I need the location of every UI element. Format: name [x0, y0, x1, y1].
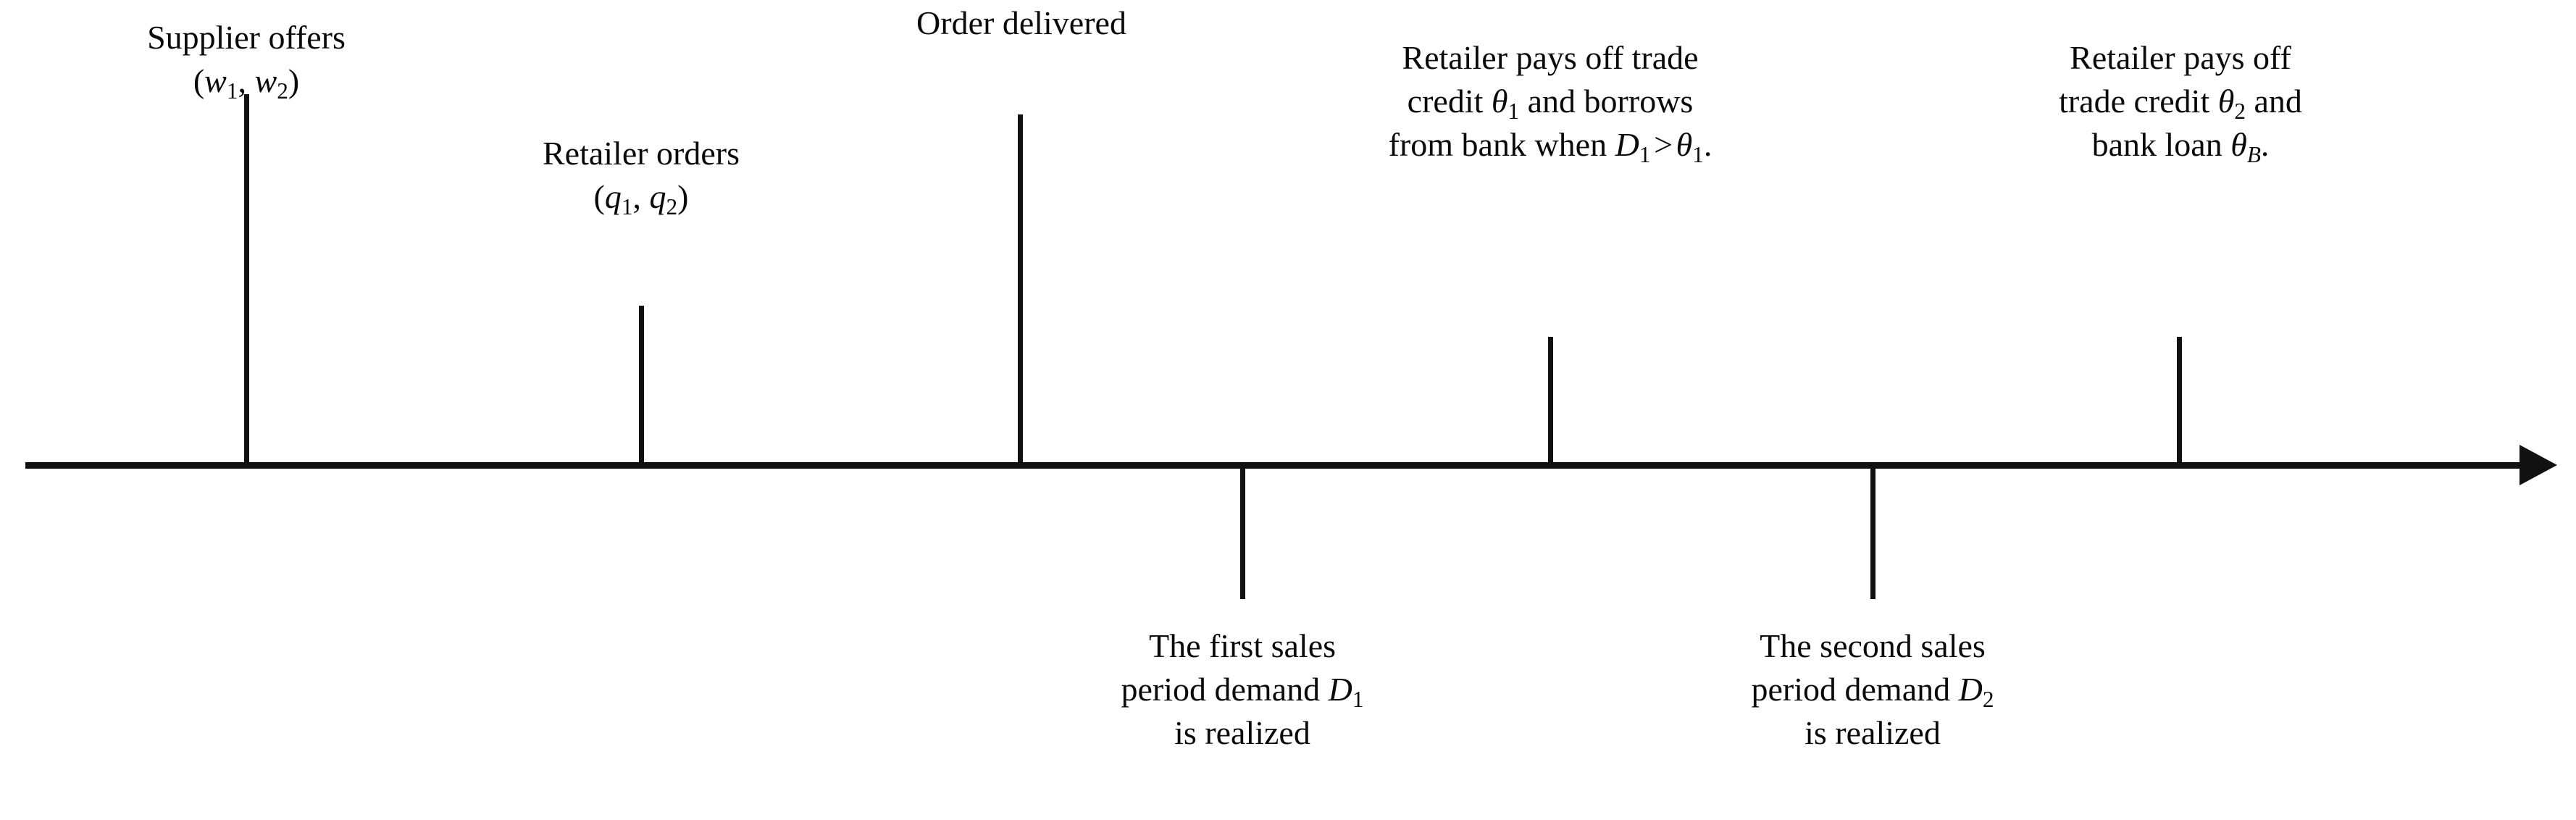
sub-q1: 1 — [621, 193, 633, 219]
paren-open: ( — [593, 177, 605, 215]
tick-order-delivered — [1018, 114, 1023, 467]
text-from-bank-when: from bank when — [1388, 125, 1615, 163]
label-rptc1-line1: Retailer pays off trade — [1402, 39, 1699, 76]
label-second-sales-line1: The second sales — [1760, 627, 1986, 664]
sub-w1: 1 — [226, 78, 238, 104]
label-rptc1-line3: from bank when D1>θ1. — [1268, 123, 1833, 167]
tick-retailer-orders — [639, 306, 644, 467]
label-second-sales-period: The second sales period demand D2 is rea… — [1663, 624, 2083, 754]
label-rptc2-line1: Retailer pays off — [2070, 39, 2291, 76]
label-first-sales-line3: is realized — [1174, 714, 1310, 751]
text-bank-loan: bank loan — [2091, 125, 2231, 163]
var-theta1: θ — [1491, 82, 1508, 120]
sub-thetaB: B — [2246, 141, 2261, 167]
label-rptc1-line2: credit θ1 and borrows — [1268, 80, 1833, 123]
paren-close: ) — [677, 177, 689, 215]
var-w2: w — [254, 62, 277, 99]
period: . — [2260, 125, 2270, 163]
tick-supplier-offers — [244, 94, 249, 467]
text-and: and — [2245, 82, 2302, 120]
text-period-demand: period demand — [1751, 670, 1959, 708]
var-thetaB: θ — [2230, 125, 2247, 163]
tick-retailer-pays-trade-credit-1 — [1548, 337, 1553, 467]
label-retailer-orders-line1: Retailer orders — [542, 135, 740, 172]
comma: , — [238, 62, 255, 99]
label-rptc2-line3: bank loan θB. — [1956, 123, 2405, 167]
label-supplier-offers: Supplier offers (w1, w2) — [58, 16, 435, 103]
label-retailer-orders-line2: (q1, q2) — [456, 175, 826, 219]
period: . — [1703, 125, 1713, 163]
paren-close: ) — [288, 62, 300, 99]
timeline-axis-line — [25, 462, 2532, 469]
greater-than-operator: > — [1654, 125, 1673, 163]
sub-d1: 1 — [1639, 141, 1651, 167]
label-first-sales-line1: The first sales — [1148, 627, 1337, 664]
label-supplier-offers-line1: Supplier offers — [147, 19, 346, 56]
var-d1: D — [1328, 670, 1352, 708]
label-retailer-orders: Retailer orders (q1, q2) — [456, 132, 826, 219]
label-first-sales-period: The first sales period demand D1 is real… — [1043, 624, 1442, 754]
label-order-delivered-line1: Order delivered — [916, 4, 1126, 41]
label-retailer-pays-trade-credit-1: Retailer pays off trade credit θ1 and bo… — [1268, 36, 1833, 166]
timeline-arrow-icon — [2519, 445, 2557, 485]
paren-open: ( — [193, 62, 205, 99]
text-period-demand: period demand — [1121, 670, 1329, 708]
text-credit: credit — [1407, 82, 1492, 120]
tick-retailer-pays-trade-credit-2 — [2177, 337, 2182, 467]
label-second-sales-line2: period demand D2 — [1663, 668, 2083, 711]
var-theta2: θ — [2217, 82, 2235, 120]
sub-q2: 2 — [666, 193, 678, 219]
label-rptc2-line2: trade credit θ2 and — [1956, 80, 2405, 123]
sub-theta1: 1 — [1507, 98, 1520, 124]
text-and-borrows: and borrows — [1519, 82, 1694, 120]
comma: , — [632, 177, 650, 215]
var-theta1b: θ — [1676, 125, 1693, 163]
label-order-delivered: Order delivered — [826, 1, 1217, 45]
sub-w2: 2 — [277, 78, 288, 104]
var-q2: q — [649, 177, 666, 215]
label-second-sales-line3: is realized — [1805, 714, 1941, 751]
var-q1: q — [604, 177, 622, 215]
tick-first-sales-period — [1240, 467, 1245, 599]
var-d1: D — [1615, 125, 1639, 163]
text-trade-credit: trade credit — [2059, 82, 2218, 120]
var-d2: D — [1958, 670, 1983, 708]
sub-theta2: 2 — [2234, 98, 2246, 124]
label-retailer-pays-trade-credit-2: Retailer pays off trade credit θ2 and ba… — [1956, 36, 2405, 166]
sub-d2: 2 — [1982, 686, 1994, 712]
sub-theta1b: 1 — [1692, 141, 1704, 167]
tick-second-sales-period — [1870, 467, 1875, 599]
sub-d1: 1 — [1352, 686, 1364, 712]
var-w1: w — [204, 62, 227, 99]
label-first-sales-line2: period demand D1 — [1043, 668, 1442, 711]
label-supplier-offers-line2: (w1, w2) — [58, 59, 435, 103]
